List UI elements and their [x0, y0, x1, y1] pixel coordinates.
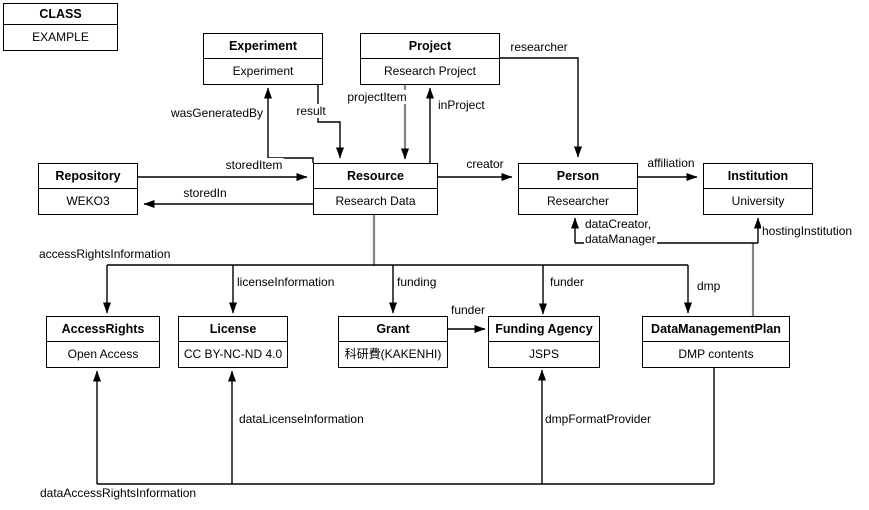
label-data-manager: dataManager [584, 232, 657, 246]
edge-was-generated-by [264, 87, 314, 163]
label-stored-item: storedItem [224, 158, 284, 172]
node-experiment: Experiment Experiment [203, 33, 323, 85]
label-stored-in: storedIn [182, 186, 228, 200]
node-data-management-plan-example: DMP contents [678, 347, 754, 361]
node-access-rights-class: AccessRights [47, 317, 159, 342]
label-access-rights-information: accessRightsInformation [38, 247, 172, 261]
label-result: result [295, 104, 327, 118]
node-resource-example: Research Data [335, 194, 416, 208]
node-resource: Resource Research Data [313, 163, 438, 215]
node-grant-class: Grant [339, 317, 447, 342]
label-funding: funding [396, 275, 438, 289]
label-dmp-format-provider: dmpFormatProvider [544, 412, 653, 426]
node-institution-class: Institution [704, 164, 812, 189]
node-funding-agency: Funding Agency JSPS [488, 316, 600, 368]
node-person-example: Researcher [546, 194, 610, 208]
node-experiment-example: Experiment [232, 64, 294, 78]
label-license-information: licenseInformation [236, 275, 336, 289]
label-was-generated-by: wasGeneratedBy [169, 106, 265, 120]
label-affiliation: affiliation [646, 156, 696, 170]
node-repository: Repository WEKO3 [38, 163, 138, 215]
label-project-item: projectItem [346, 90, 408, 104]
node-institution: Institution University [703, 163, 813, 215]
legend-box: CLASS EXAMPLE [3, 3, 118, 51]
node-license: License CC BY-NC-ND 4.0 [178, 316, 288, 368]
label-funder-grant: funder [449, 303, 487, 317]
node-repository-example: WEKO3 [66, 194, 110, 208]
edge-researcher [500, 57, 582, 158]
label-dmp: dmp [696, 279, 722, 293]
label-hosting-institution: hostingInstitution [761, 224, 854, 238]
node-access-rights: AccessRights Open Access [46, 316, 160, 368]
node-experiment-class: Experiment [204, 34, 322, 59]
edge-result [317, 85, 344, 159]
label-in-project: inProject [437, 98, 486, 112]
node-data-management-plan: DataManagementPlan DMP contents [642, 316, 790, 368]
node-access-rights-example: Open Access [67, 347, 139, 361]
node-grant: Grant 科研費(KAKENHI) [338, 316, 448, 368]
node-resource-class: Resource [314, 164, 437, 189]
node-license-class: License [179, 317, 287, 342]
node-project-class: Project [361, 34, 499, 59]
legend-class-label: CLASS [4, 4, 117, 25]
node-license-example: CC BY-NC-ND 4.0 [183, 347, 283, 361]
node-person-class: Person [519, 164, 637, 189]
legend-example-label: EXAMPLE [32, 30, 89, 44]
label-creator: creator [465, 157, 505, 171]
node-project: Project Research Project [360, 33, 500, 85]
node-data-management-plan-class: DataManagementPlan [643, 317, 789, 342]
node-project-example: Research Project [383, 64, 477, 78]
node-repository-class: Repository [39, 164, 137, 189]
node-grant-example: 科研費(KAKENHI) [344, 347, 442, 361]
label-data-license-information: dataLicenseInformation [238, 412, 365, 426]
node-person: Person Researcher [518, 163, 638, 215]
label-data-access-rights-information: dataAccessRightsInformation [39, 486, 198, 500]
node-institution-example: University [731, 194, 785, 208]
node-funding-agency-class: Funding Agency [489, 317, 599, 342]
label-data-creator: dataCreator, [584, 217, 653, 231]
label-funder-resource: funder [549, 275, 586, 289]
label-researcher: researcher [509, 40, 569, 54]
node-funding-agency-example: JSPS [528, 347, 559, 361]
